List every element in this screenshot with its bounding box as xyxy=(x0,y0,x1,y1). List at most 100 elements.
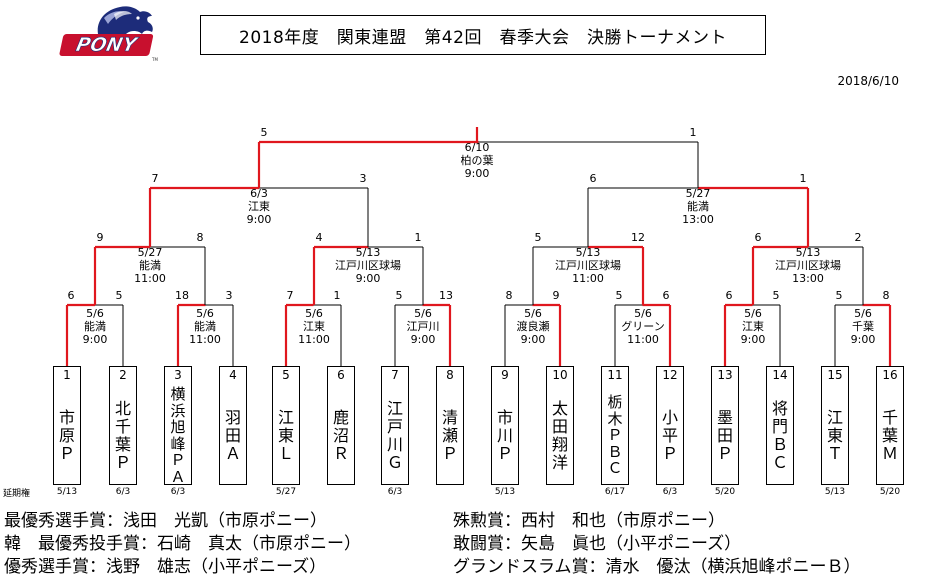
page-title: 2018年度 関東連盟 第42回 春季大会 決勝トーナメント xyxy=(200,15,766,55)
match-time: 9:00 xyxy=(356,272,381,285)
team-number: 15 xyxy=(827,368,843,382)
team-number: 7 xyxy=(391,368,399,382)
match-date: 5/6 xyxy=(414,307,432,320)
score-right: 9 xyxy=(553,289,560,302)
match-venue: 江東 xyxy=(248,200,270,213)
tournament-date: 2018/6/10 xyxy=(837,74,899,88)
team-name: 横浜旭峰ＰＡ xyxy=(170,385,186,486)
award-distinguished: 殊勲賞：西村 和也（市原ポニー） xyxy=(453,511,725,531)
score-left: 5 xyxy=(616,289,623,302)
match-date: 5/6 xyxy=(524,307,542,320)
team-name: 清瀬Ｐ xyxy=(441,407,459,463)
postponement-date: 5/20 xyxy=(714,487,736,497)
match-venue: 能満 xyxy=(687,199,709,213)
team-number: 8 xyxy=(446,368,454,382)
postponement-date: 6/3 xyxy=(115,487,131,497)
team-number: 12 xyxy=(662,368,678,382)
score-left: 5 xyxy=(261,126,268,139)
match-date: 5/6 xyxy=(86,307,104,320)
team-name: 江東Ｔ xyxy=(826,407,844,463)
match-venue: 渡良瀬 xyxy=(517,319,550,333)
team-box: 16 千葉Ｍ xyxy=(876,366,904,485)
award-pitcher: 韓 最優秀投手賞：石崎 真太（市原ポニー） xyxy=(4,534,361,554)
match-date: 5/27 xyxy=(138,246,163,259)
match-time: 9:00 xyxy=(247,213,272,226)
award-fighting: 敢闘賞：矢島 眞也（小平ポニーズ） xyxy=(453,534,742,554)
team-box: 9 市川Ｐ xyxy=(491,366,519,485)
team-box: 11 栃木ＰＢＣ xyxy=(601,366,629,485)
match-venue: 千葉 xyxy=(852,319,874,333)
match-date: 5/6 xyxy=(196,307,214,320)
match-venue: 能満 xyxy=(194,319,216,333)
match-time: 9:00 xyxy=(83,333,108,346)
match-date: 6/10 xyxy=(465,141,490,154)
score-right: 1 xyxy=(800,172,807,185)
team-box: 3 横浜旭峰ＰＡ xyxy=(164,366,192,485)
award-grandslam: グランドスラム賞：清水 優汰（横浜旭峰ポニーＢ） xyxy=(453,557,861,577)
team-number: 9 xyxy=(501,368,509,382)
team-name: 市川Ｐ xyxy=(496,407,514,463)
postponement-date: 6/3 xyxy=(662,487,678,497)
team-number: 2 xyxy=(119,368,127,382)
team-name: 太田翔洋 xyxy=(551,398,569,472)
match-venue: 江戸川区球場 xyxy=(555,258,621,272)
team-name: 鹿沼Ｒ xyxy=(332,407,350,463)
team-box: 15 江東Ｔ xyxy=(821,366,849,485)
match-time: 9:00 xyxy=(741,333,766,346)
award-mvp: 最優秀選手賞：浅田 光凱（市原ポニー） xyxy=(4,511,327,531)
award-excellent: 優秀選手賞：浅野 雄志（小平ポニーズ） xyxy=(4,557,327,577)
score-right: 1 xyxy=(415,231,422,244)
match-time: 9:00 xyxy=(411,333,436,346)
score-left: 6 xyxy=(590,172,597,185)
score-right: 13 xyxy=(439,289,453,302)
match-date: 5/6 xyxy=(634,307,652,320)
team-name: 羽田Ａ xyxy=(224,407,242,463)
match-time: 9:00 xyxy=(521,333,546,346)
match-venue: 江戸川区球場 xyxy=(335,258,401,272)
team-number: 6 xyxy=(337,368,345,382)
postponement-label: 延期権 xyxy=(3,489,31,499)
postponement-date: 6/17 xyxy=(604,487,626,497)
score-left: 5 xyxy=(836,289,843,302)
score-right: 1 xyxy=(334,289,341,302)
team-name: 市原Ｐ xyxy=(58,407,76,463)
match-time: 11:00 xyxy=(134,272,166,285)
match-venue: 能満 xyxy=(139,258,161,272)
score-left: 18 xyxy=(175,289,189,302)
team-box: 8 清瀬Ｐ xyxy=(436,366,464,485)
team-number: 11 xyxy=(607,368,623,382)
team-name: 江東Ｌ xyxy=(277,407,295,463)
match-date: 6/3 xyxy=(250,187,268,200)
team-number: 3 xyxy=(174,368,182,382)
postponement-date: 6/3 xyxy=(387,487,403,497)
match-time: 9:00 xyxy=(465,167,490,180)
score-left: 6 xyxy=(68,289,75,302)
match-time: 11:00 xyxy=(298,333,330,346)
team-number: 16 xyxy=(882,368,898,382)
match-venue: 能満 xyxy=(84,319,106,333)
team-name: 栃木ＰＢＣ xyxy=(607,393,623,478)
postponement-date: 5/13 xyxy=(824,487,846,497)
page-title-text: 2018年度 関東連盟 第42回 春季大会 決勝トーナメント xyxy=(239,27,727,48)
score-left: 6 xyxy=(755,231,762,244)
match-venue: 江戸川 xyxy=(407,320,440,333)
score-left: 5 xyxy=(535,231,542,244)
logo-tm: TM xyxy=(151,57,158,62)
match-venue: グリーン xyxy=(621,319,664,333)
match-venue: 江東 xyxy=(303,320,325,333)
match-time: 13:00 xyxy=(792,272,824,285)
match-time: 11:00 xyxy=(627,333,659,346)
match-time: 13:00 xyxy=(682,213,714,226)
team-name: 千葉Ｍ xyxy=(881,407,899,463)
logo-text: PONY xyxy=(74,33,141,56)
pony-logo: PONY TM xyxy=(59,6,158,62)
match-venue: 柏の葉 xyxy=(461,153,494,167)
